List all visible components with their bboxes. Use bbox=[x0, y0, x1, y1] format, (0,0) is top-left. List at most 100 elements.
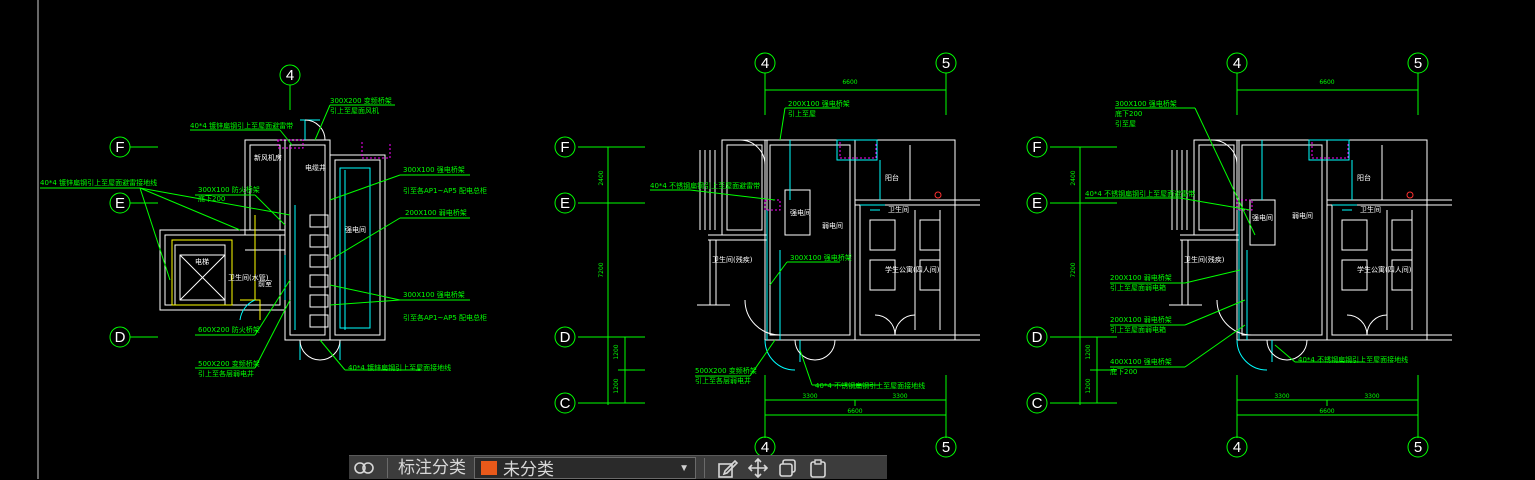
annotation: 300X100 强电桥架 bbox=[790, 253, 852, 262]
svg-text:6600: 6600 bbox=[847, 408, 862, 415]
room-label: 弱电间 bbox=[822, 221, 843, 230]
room-label: 卫生间(水管) bbox=[228, 273, 269, 282]
annotation: 引上至各层弱电井 bbox=[695, 376, 751, 385]
room-label: 新风机房 bbox=[254, 153, 282, 162]
axis-label: C bbox=[1032, 395, 1043, 412]
room-label: 强电间 bbox=[1252, 213, 1273, 222]
axis-label: 4 bbox=[1233, 55, 1241, 72]
annotation: 300X100 强电桥架 bbox=[403, 290, 465, 299]
room-label: 学生公寓(四人间) bbox=[1357, 265, 1412, 274]
paste-icon bbox=[810, 458, 826, 478]
annotation: 引上至各层弱电井 bbox=[198, 369, 254, 378]
annotation: 300X100 强电桥架 bbox=[1115, 99, 1177, 108]
paste-button[interactable] bbox=[803, 456, 833, 480]
svg-text:2400: 2400 bbox=[1070, 170, 1077, 185]
axis-row-d: D bbox=[109, 326, 158, 348]
axis-label: F bbox=[1032, 139, 1041, 156]
axis-label: D bbox=[115, 329, 126, 346]
annotation: 引至屋 bbox=[1115, 119, 1136, 128]
axis-bottom-5: 5 bbox=[935, 436, 957, 458]
axis-label: E bbox=[1032, 195, 1042, 212]
svg-text:7200: 7200 bbox=[598, 262, 605, 277]
annotation: 300X100 强电桥架 bbox=[403, 165, 465, 174]
tag-color-swatch bbox=[481, 460, 497, 475]
room-label: 学生公寓(四人间) bbox=[885, 265, 940, 274]
copy-icon bbox=[779, 458, 796, 477]
room-label: 阳台 bbox=[885, 173, 899, 182]
room-label: 弱电间 bbox=[1292, 211, 1313, 220]
tag-category-select[interactable]: 未分类 ▼ bbox=[474, 456, 696, 480]
axis-label: E bbox=[560, 195, 570, 212]
room-label: 强电间 bbox=[345, 225, 366, 234]
svg-text:6600: 6600 bbox=[842, 79, 857, 86]
axis-label: 4 bbox=[286, 67, 294, 84]
axis-label: D bbox=[560, 329, 571, 346]
annotation: 引至各AP1~AP5 配电总柜 bbox=[403, 186, 487, 195]
svg-text:3300: 3300 bbox=[1364, 393, 1379, 400]
axis-row-c: C bbox=[1026, 392, 1048, 414]
axis-bottom-4: 4 bbox=[1226, 436, 1248, 458]
svg-text:3300: 3300 bbox=[1274, 393, 1289, 400]
axis-label: E bbox=[115, 195, 125, 212]
edit-button[interactable] bbox=[713, 456, 743, 480]
annotation: 600X200 防火桥架 bbox=[198, 325, 260, 334]
axis-row-d: D bbox=[554, 326, 576, 348]
axis-row-e: E bbox=[554, 192, 576, 214]
visibility-icon[interactable] bbox=[349, 456, 379, 480]
visibility-icon-glyph bbox=[354, 461, 374, 474]
annotation: 300X200 变频桥架 bbox=[330, 96, 392, 105]
move-button[interactable] bbox=[743, 456, 773, 480]
annotation: 底下200 bbox=[1115, 109, 1142, 118]
left-floor-plan: 4 F E D bbox=[40, 64, 487, 378]
annotation: 40*4 镀锌扁钢引上至屋面接地线 bbox=[348, 363, 451, 372]
axis-label: 4 bbox=[761, 439, 769, 456]
room-label: 卫生间(残疾) bbox=[1184, 255, 1225, 264]
axis-label: D bbox=[1032, 329, 1043, 346]
annotation-toolbar: 标注分类 未分类 ▼ bbox=[349, 455, 887, 480]
axis-label: 5 bbox=[1414, 55, 1422, 72]
axis-label: 5 bbox=[942, 439, 950, 456]
svg-text:6600: 6600 bbox=[1319, 79, 1334, 86]
annotation: 500X200 变频桥架 bbox=[695, 366, 757, 375]
svg-text:1200: 1200 bbox=[613, 378, 620, 393]
move-icon bbox=[747, 457, 769, 478]
svg-text:2400: 2400 bbox=[598, 170, 605, 185]
annotation: 底下200 bbox=[198, 194, 225, 203]
annotation: 底下200 bbox=[1110, 367, 1137, 376]
axis-row-f: F bbox=[109, 136, 158, 158]
annotation: 200X100 弱电桥架 bbox=[1110, 273, 1172, 282]
svg-text:3300: 3300 bbox=[892, 393, 907, 400]
svg-text:1200: 1200 bbox=[1085, 378, 1092, 393]
axis-label: 5 bbox=[942, 55, 950, 72]
middle-floor-plan: 4 5 6600 3300 3300 6600 bbox=[554, 52, 980, 458]
chevron-down-icon: ▼ bbox=[679, 462, 689, 474]
annotation: 引上至屋面弱电箱 bbox=[1110, 283, 1166, 292]
axis-label: 5 bbox=[1414, 439, 1422, 456]
annotation: 引上至屋面风机 bbox=[330, 106, 379, 115]
room-label: 前室 bbox=[258, 279, 272, 288]
toolbar-divider bbox=[387, 457, 388, 478]
svg-text:6600: 6600 bbox=[1319, 408, 1334, 415]
axis-label: C bbox=[560, 395, 571, 412]
axis-label: 4 bbox=[1233, 439, 1241, 456]
annotation: 40*4 不锈钢扁钢引上至屋面避雷带 bbox=[1085, 189, 1195, 198]
annotation: 引上至屋面弱电箱 bbox=[1110, 325, 1166, 334]
annotation: 400X100 强电桥架 bbox=[1110, 357, 1172, 366]
annotation: 200X100 强电桥架 bbox=[788, 99, 850, 108]
tag-category-value: 未分类 bbox=[503, 460, 554, 480]
axis-row-f: F bbox=[554, 136, 576, 158]
room-label: 强电间 bbox=[790, 208, 811, 217]
axis-row-c: C bbox=[554, 392, 576, 414]
annotation: 40*4 不锈钢扁钢引上至屋面避雷带 bbox=[650, 181, 760, 190]
room-label: 卫生间 bbox=[1360, 205, 1381, 214]
annotation: 引至各AP1~AP5 配电总柜 bbox=[403, 313, 487, 322]
room-label: 电梯 bbox=[195, 257, 209, 266]
annotation: 300X100 防火桥架 bbox=[198, 185, 260, 194]
axis-label: 4 bbox=[761, 55, 769, 72]
right-floor-plan: 4 5 6600 3300 3300 6600 bbox=[1026, 52, 1452, 458]
tag-category-label: 标注分类 bbox=[398, 457, 466, 478]
room-label: 阳台 bbox=[1357, 173, 1371, 182]
svg-text:1200: 1200 bbox=[613, 344, 620, 359]
copy-button[interactable] bbox=[773, 456, 803, 480]
